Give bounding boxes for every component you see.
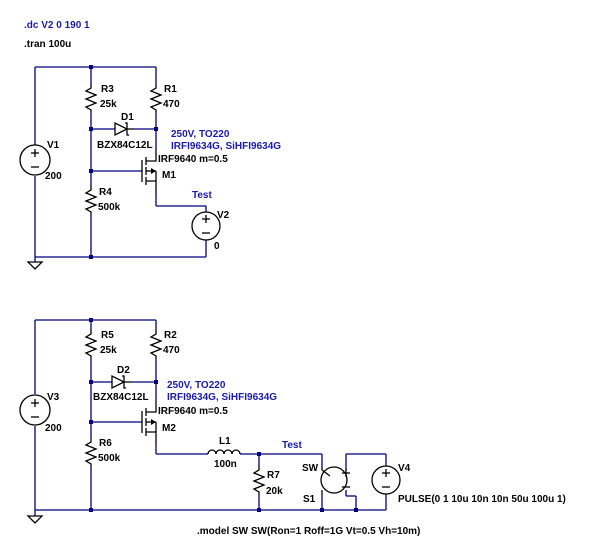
switch-model-label: SW	[302, 463, 319, 474]
bottom-circuit	[19, 318, 401, 524]
m1-name: M1	[162, 170, 176, 181]
r2-name: R2	[164, 330, 177, 341]
s1-name: S1	[303, 494, 316, 505]
v4-name: V4	[398, 463, 411, 474]
r1-resistor-icon	[149, 84, 163, 112]
r7-value: 20k	[266, 486, 283, 497]
bottom-junctions	[89, 318, 358, 512]
tran-directive: .tran 100u	[24, 39, 71, 50]
m2-model: IRF9640 m=0.5	[158, 406, 228, 417]
dc-directive: .dc V2 0 190 1	[24, 20, 90, 31]
v4-source-icon	[371, 465, 401, 495]
r5-resistor-icon	[84, 330, 98, 358]
r1-value: 470	[163, 99, 180, 110]
r1-name: R1	[164, 84, 177, 95]
v2-value: 0	[214, 241, 220, 252]
r6-value: 500k	[98, 453, 121, 464]
r6-resistor-icon	[84, 438, 98, 466]
model-directive: .model SW SW(Ron=1 Roff=1G Vt=0.5 Vh=10m…	[197, 526, 420, 537]
r3-resistor-icon	[84, 84, 98, 112]
m1-model: IRF9640 m=0.5	[158, 154, 228, 165]
r4-value: 500k	[98, 202, 121, 213]
bottom-test-net: Test	[282, 440, 302, 451]
r7-resistor-icon	[252, 466, 266, 494]
s1-switch-icon	[320, 466, 350, 494]
v1-name: V1	[47, 140, 60, 151]
r2-resistor-icon	[149, 330, 163, 358]
top-wires	[34, 66, 207, 262]
top-note-parts: IRFI9634G, SiHFI9634G	[171, 141, 281, 152]
v3-value: 200	[45, 423, 62, 434]
v4-value: PULSE(0 1 10u 10n 10n 50u 100u 1)	[398, 494, 566, 505]
d2-zener-icon	[111, 374, 131, 390]
top-ground-icon	[26, 261, 44, 270]
bottom-note-voltage: 250V, TO220	[167, 380, 226, 391]
d2-value: BZX84C12L	[93, 392, 149, 403]
v2-name: V2	[217, 210, 230, 221]
v3-source-icon	[19, 394, 51, 426]
d1-value: BZX84C12L	[97, 140, 153, 151]
d2-name: D2	[117, 365, 130, 376]
r2-value: 470	[163, 345, 180, 356]
r5-name: R5	[101, 330, 114, 341]
labels: .dc V2 0 190 1 .tran 100u R3 25k R1 470 …	[24, 20, 566, 537]
r5-value: 25k	[100, 345, 117, 356]
bottom-note-parts: IRFI9634G, SiHFI9634G	[167, 392, 277, 403]
v2-source-icon	[191, 211, 221, 241]
r3-name: R3	[101, 84, 114, 95]
l1-value: 100n	[214, 459, 237, 470]
top-test-net: Test	[192, 190, 212, 201]
v3-name: V3	[47, 392, 60, 403]
top-junctions	[89, 65, 158, 259]
r4-name: R4	[99, 187, 112, 198]
l1-name: L1	[219, 436, 231, 447]
top-circuit	[19, 65, 221, 270]
bottom-wires	[34, 319, 387, 516]
v1-value: 200	[45, 171, 62, 182]
v1-source-icon	[19, 144, 51, 176]
bottom-ground-icon	[26, 515, 44, 524]
m2-mosfet-icon	[141, 400, 157, 445]
d1-name: D1	[121, 112, 134, 123]
top-note-voltage: 250V, TO220	[171, 129, 230, 140]
m1-mosfet-icon	[141, 148, 157, 194]
r7-name: R7	[267, 470, 280, 481]
r4-resistor-icon	[84, 186, 98, 214]
r3-value: 25k	[100, 99, 117, 110]
m2-name: M2	[162, 423, 176, 434]
d1-zener-icon	[114, 121, 134, 137]
l1-inductor-icon	[207, 449, 241, 455]
r6-name: R6	[99, 438, 112, 449]
